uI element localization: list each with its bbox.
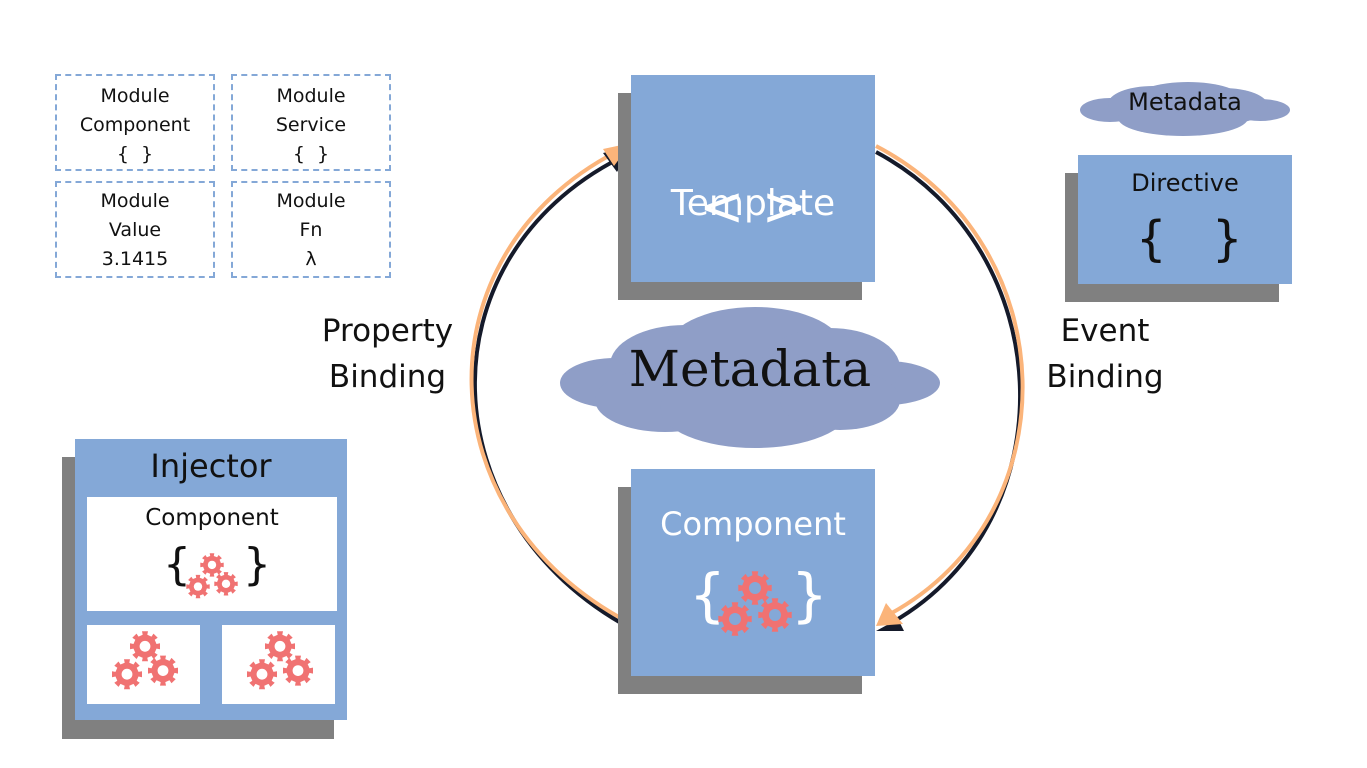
injector-component-label: Component [145,505,279,531]
property-binding-arc [469,150,629,624]
property-binding-line2: Binding [328,359,447,395]
gear-icon [738,571,772,605]
module-type: Service [275,114,347,136]
gear-icon [200,553,224,577]
gears-icon [718,571,792,636]
directive-box: Directive { } [1078,155,1292,284]
injector-component-panel: Component { } [87,497,337,611]
injector-box: Injector Component { } [75,439,347,720]
gear-icon [247,659,277,690]
injector-service-panel-right [222,625,335,704]
gear-icon [186,574,210,599]
gear-icon [718,602,752,636]
module-label: Module [276,85,346,107]
template-title: Template [670,183,836,224]
property-binding-line1: Property [321,313,454,349]
gear-icon [112,659,142,690]
component-close-brace: } [791,561,828,629]
gear-icon [283,655,313,686]
event-binding-arrowhead [876,603,903,626]
module-component-cell: Module Component { } [55,74,215,171]
injector-open-brace: { [163,539,191,590]
template-symbol: < > [699,175,807,238]
gear-icon [148,655,178,686]
module-label: Module [100,190,170,212]
module-symbol: { } [292,143,330,165]
event-binding-arc-shadow [875,150,1023,624]
module-symbol: λ [305,248,317,270]
module-type: Component [79,114,191,136]
module-label: Module [100,85,170,107]
property-binding-label: Property Binding [305,308,470,400]
module-symbol: 3.1415 [101,248,169,270]
directive-open-brace: { [1136,211,1167,267]
legend-metadata-cloud [1080,82,1290,136]
module-label: Module [276,190,346,212]
directive-title: Directive [1131,169,1239,197]
injector-title: Injector [150,447,272,485]
component-title: Component [660,505,846,543]
module-symbol: { } [116,143,154,165]
component-box: Component { } [631,469,875,676]
event-binding-line2: Binding [1046,359,1164,395]
template-box: Template < > [631,75,875,282]
gear-icon [265,631,295,662]
gears-icon [112,631,178,690]
metadata-cloud-label: Metadata [628,340,872,398]
module-fn-cell: Module Fn λ [231,181,391,278]
event-binding-line1: Event [1060,313,1150,349]
module-type: Fn [299,219,323,241]
injector-service-panel-left [87,625,200,704]
gear-icon [758,598,792,632]
gear-icon [214,572,238,596]
event-binding-arc [875,144,1025,616]
event-binding-label: Event Binding [1030,308,1180,400]
module-service-cell: Module Service { } [231,74,391,171]
gears-icon [247,631,313,690]
module-value-cell: Module Value 3.1415 [55,181,215,278]
legend-metadata-label: Metadata [1128,88,1242,116]
directive-close-brace: } [1212,211,1243,267]
module-type: Value [108,219,162,241]
gears-icon [186,553,238,599]
metadata-cloud [560,307,940,448]
injector-close-brace: } [243,539,271,590]
gear-icon [130,631,160,662]
